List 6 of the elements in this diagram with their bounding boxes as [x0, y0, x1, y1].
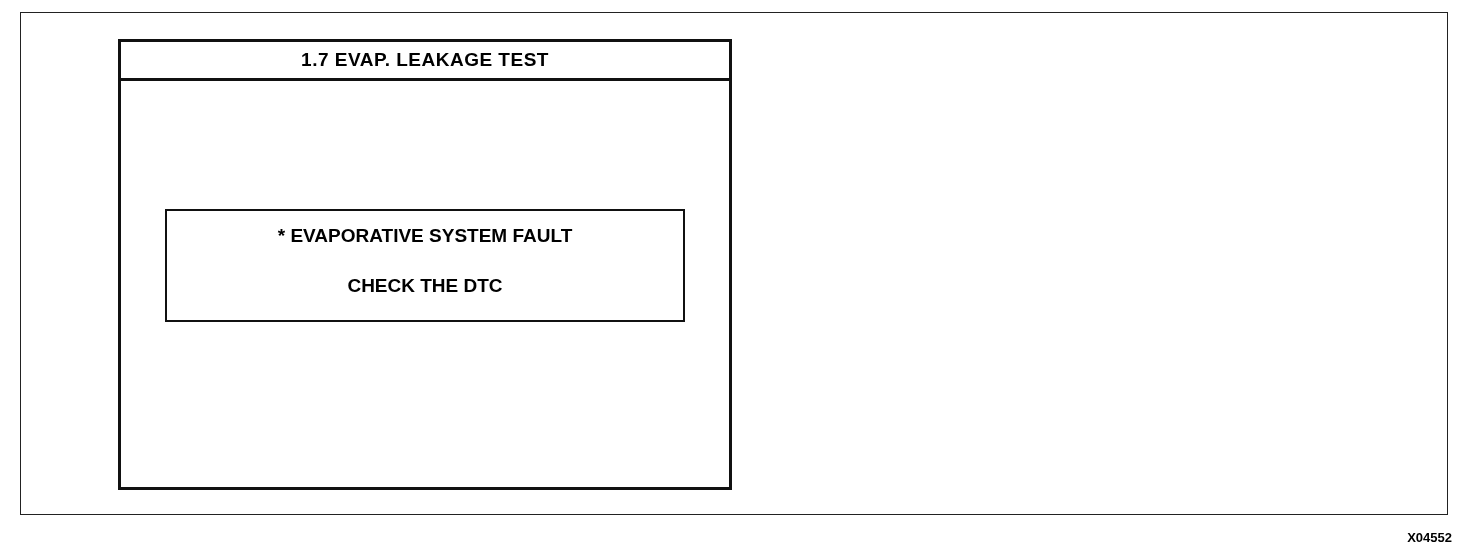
instruction-text: CHECK THE DTC — [347, 275, 503, 296]
display-screen — [118, 39, 732, 490]
fault-message: * EVAPORATIVE SYSTEM FAULT — [277, 225, 573, 246]
screen-title: 1.7 EVAP. LEAKAGE TEST — [121, 42, 729, 81]
figure-code: X04552 — [1407, 530, 1452, 545]
message-box — [165, 209, 685, 322]
